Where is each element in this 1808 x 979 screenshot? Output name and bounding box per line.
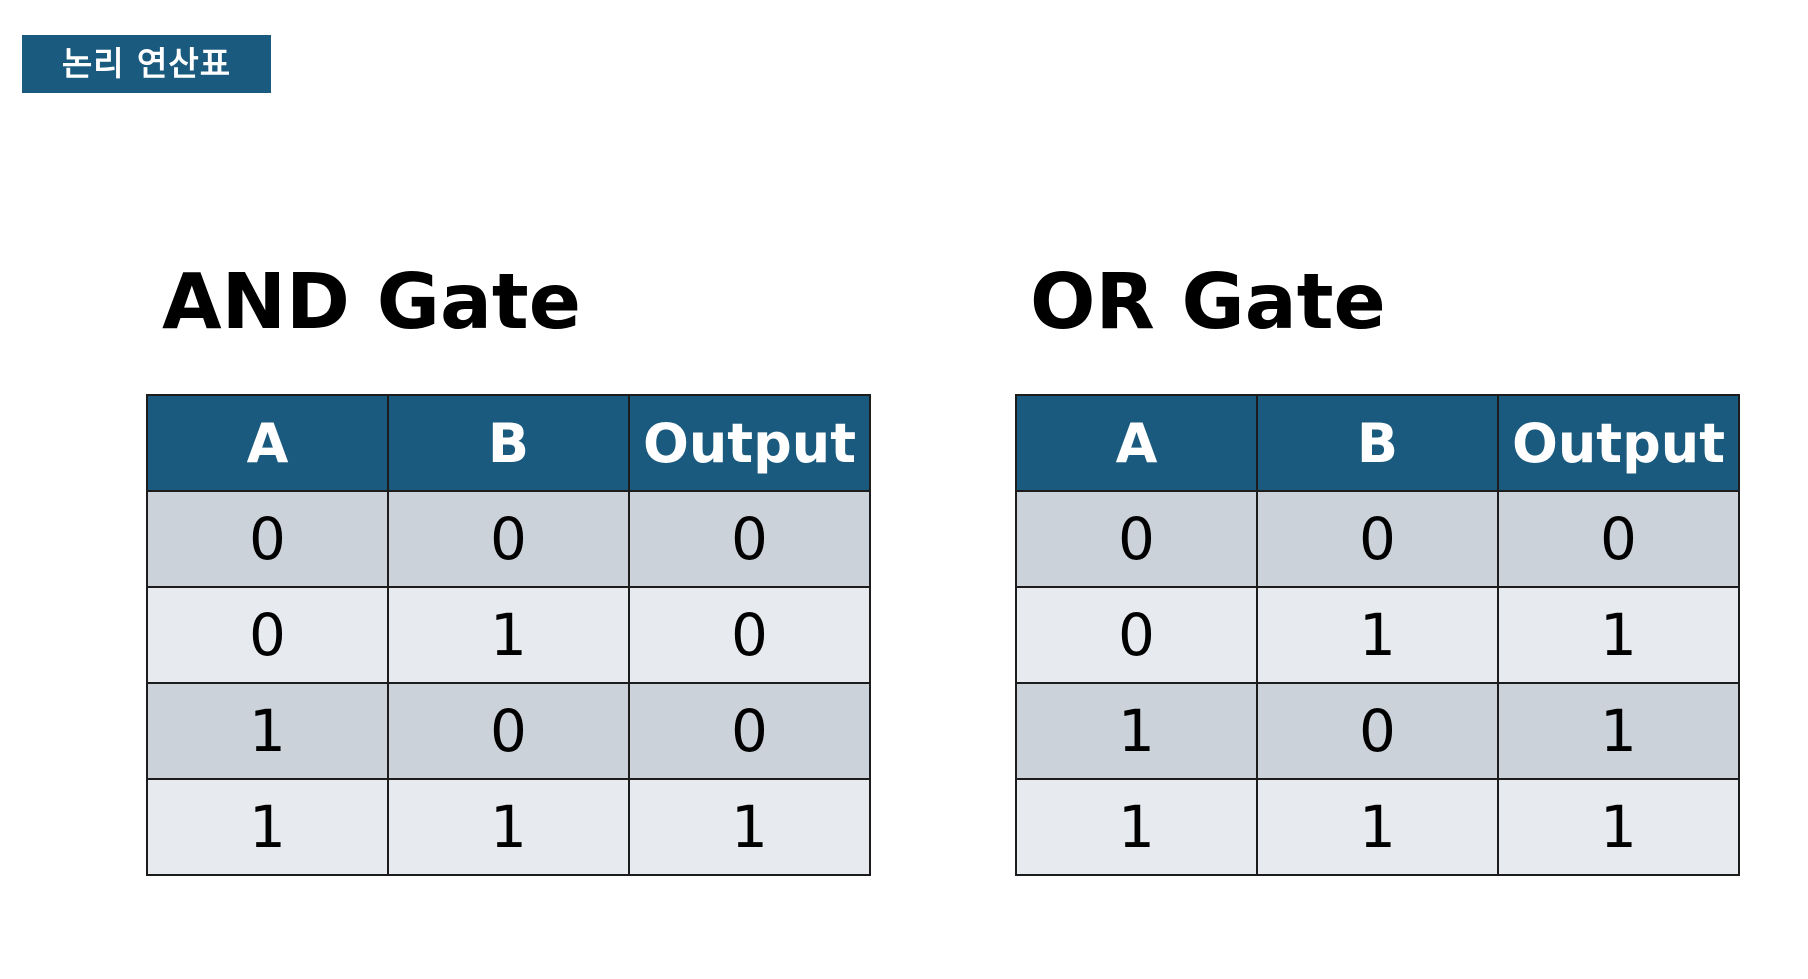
table-cell: 0 [628,490,871,588]
column-header-output: Output [1497,394,1740,492]
table-row: 1 1 1 [1015,778,1740,876]
table-cell: 1 [146,778,389,876]
column-header-a: A [146,394,389,492]
or-gate-truth-table: A B Output 0 0 0 0 1 1 1 0 1 1 1 1 [1015,394,1740,876]
table-row: 1 1 1 [146,778,871,876]
table-cell: 0 [387,682,630,780]
table-header-row: A B Output [146,394,871,492]
table-cell: 1 [387,586,630,684]
table-cell: 1 [1256,778,1499,876]
table-cell: 1 [1497,586,1740,684]
table-row: 0 1 0 [146,586,871,684]
table-cell: 0 [1015,586,1258,684]
table-cell: 0 [628,682,871,780]
table-cell: 0 [1015,490,1258,588]
table-cell: 0 [628,586,871,684]
table-cell: 1 [1015,778,1258,876]
table-cell: 1 [1015,682,1258,780]
table-cell: 0 [146,586,389,684]
table-row: 0 0 0 [1015,490,1740,588]
or-gate-title: OR Gate [1030,258,1386,347]
column-header-a: A [1015,394,1258,492]
table-cell: 0 [387,490,630,588]
column-header-b: B [387,394,630,492]
table-row: 0 1 1 [1015,586,1740,684]
table-cell: 1 [1497,682,1740,780]
table-header-row: A B Output [1015,394,1740,492]
column-header-output: Output [628,394,871,492]
table-row: 0 0 0 [146,490,871,588]
table-cell: 0 [1256,682,1499,780]
table-row: 1 0 1 [1015,682,1740,780]
table-cell: 0 [146,490,389,588]
table-cell: 1 [387,778,630,876]
table-cell: 1 [1256,586,1499,684]
table-cell: 0 [1256,490,1499,588]
table-cell: 0 [1497,490,1740,588]
table-cell: 1 [146,682,389,780]
column-header-b: B [1256,394,1499,492]
and-gate-truth-table: A B Output 0 0 0 0 1 0 1 0 0 1 1 1 [146,394,871,876]
page-title-badge: 논리 연산표 [22,35,271,93]
table-cell: 1 [1497,778,1740,876]
and-gate-title: AND Gate [162,258,581,347]
table-row: 1 0 0 [146,682,871,780]
table-cell: 1 [628,778,871,876]
